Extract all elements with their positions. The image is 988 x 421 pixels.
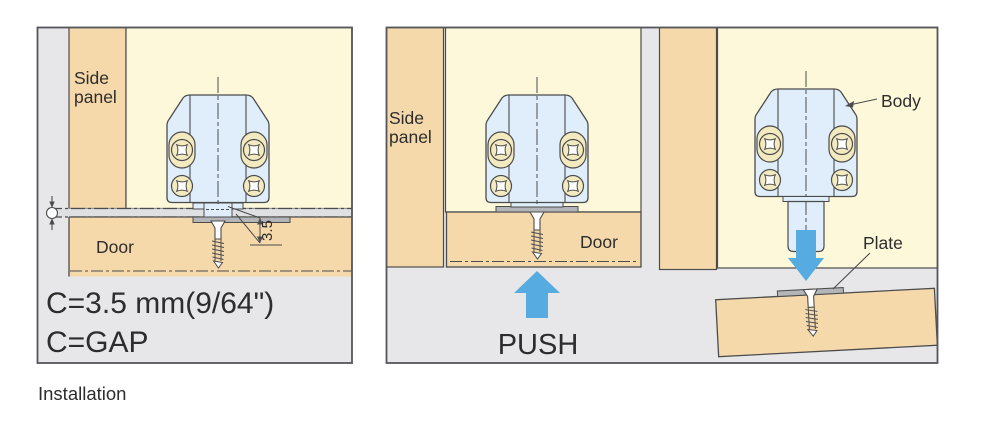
push-up-arrow [514,271,560,318]
step2-step3-panel: PUSH Side panel Door Body Plate [385,26,939,364]
step3-plate-label: Plate [863,233,903,253]
step1-panel-border [36,26,353,364]
step3-door-wood [715,287,939,358]
gap-dimension-indicator [45,196,59,230]
step3-tilted-door [715,287,939,358]
step2-side-panel-wood [385,26,445,268]
plate-leader-line [832,252,871,290]
step2-door-label: Door [580,232,618,252]
step1-strike-plate [192,216,291,223]
engage-down-arrow [788,230,824,281]
step1-side-panel-wood [68,26,127,210]
step1-door-wood [68,216,352,277]
gap-spec-text: C=3.5 mm(9/64") [46,287,274,320]
step2-3-panel-border [385,26,939,364]
plate-offset-dimension [227,206,282,246]
body-leader-line [845,98,878,108]
step2-door-wood [445,211,642,268]
step3-body-label: Body [881,91,921,111]
push-label: PUSH [498,329,579,361]
step2-side-panel-label: Side panel [389,108,432,147]
step1-door-label: Door [96,237,134,257]
gap-band [48,208,352,217]
step1-panel: 3.5 Side panel Door C=3.5 mm(9/64") C=GA… [36,26,353,364]
step3-side-panel-wood [658,26,718,271]
gap-legend-text: C=GAP [46,326,149,359]
plate-offset-dimension-label: 3.5 [259,220,276,241]
step1-side-panel-label: Side panel [74,68,117,107]
figure-caption: Installation [38,383,126,404]
